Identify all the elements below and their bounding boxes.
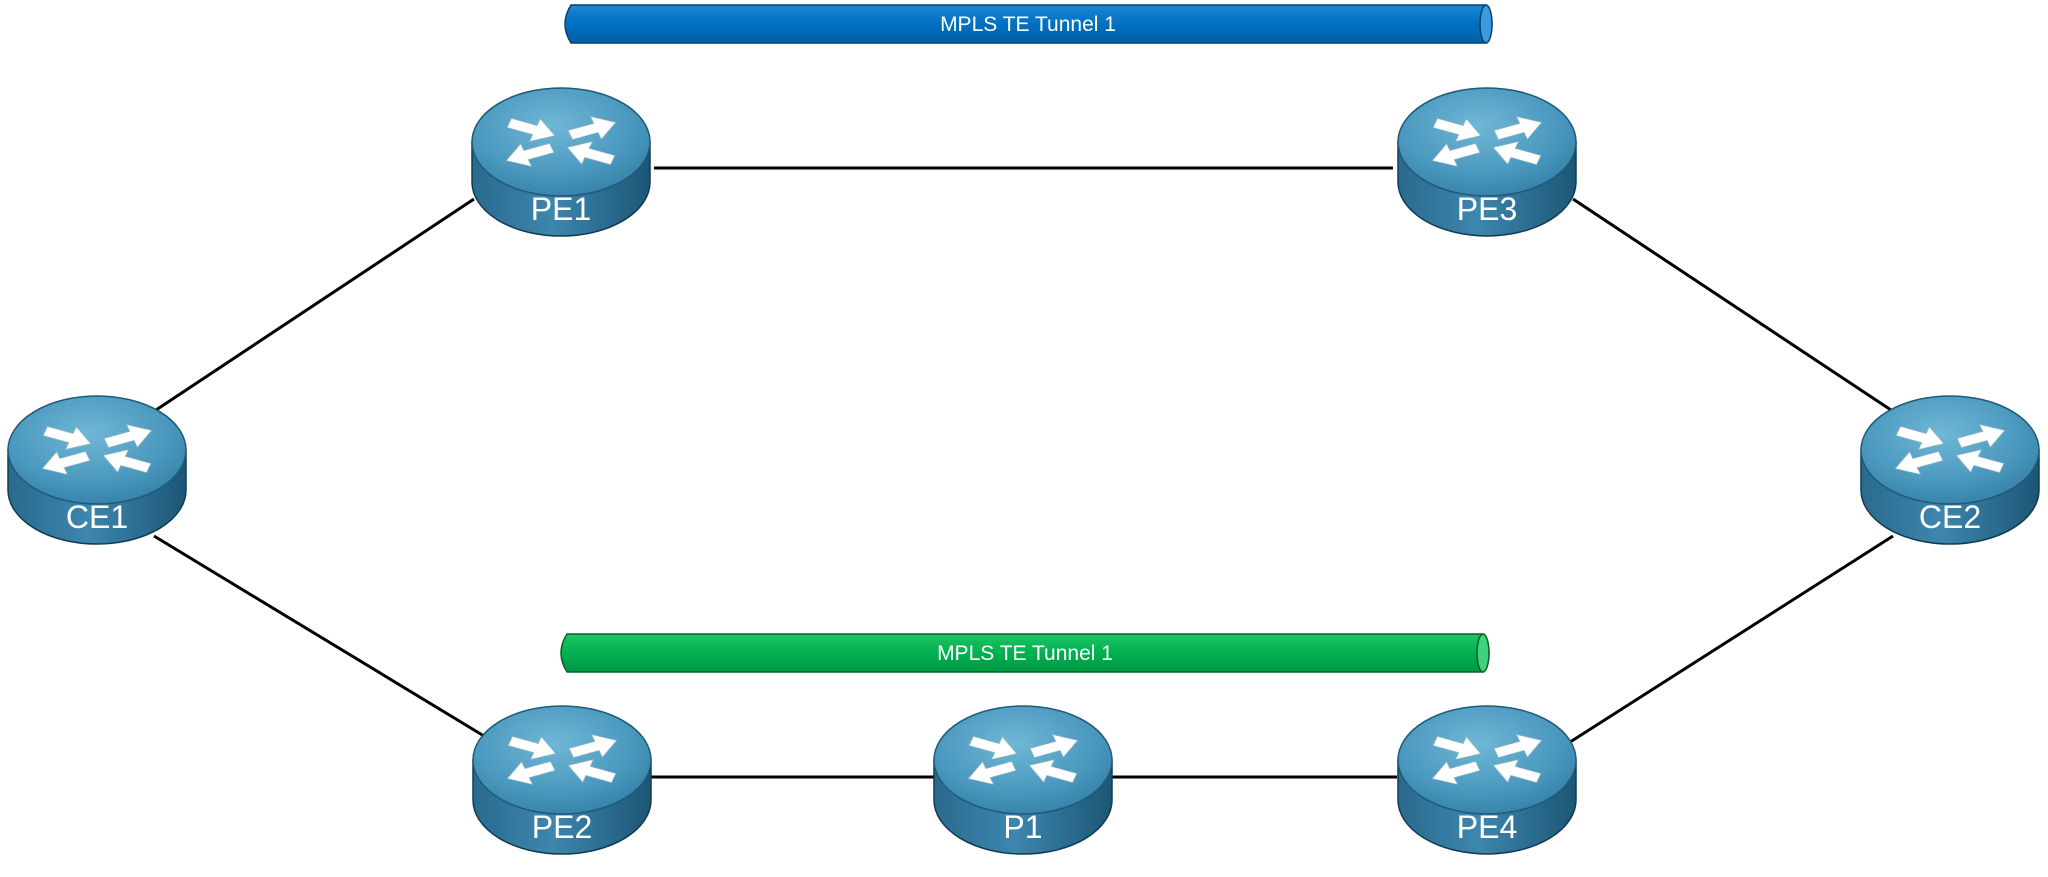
router-label-pe1: PE1 (531, 191, 591, 227)
router-label-pe3: PE3 (1457, 191, 1517, 227)
link-ce1-pe2 (153, 534, 485, 738)
link-ce1-pe1 (149, 197, 475, 416)
router-label-pe2: PE2 (532, 809, 592, 845)
link-pe4-ce2 (1566, 534, 1894, 746)
router-top (1397, 87, 1577, 197)
router-label-ce1: CE1 (66, 499, 128, 535)
router-top (471, 87, 651, 197)
router-ce1: CE1 (7, 395, 187, 545)
router-label-ce2: CE2 (1919, 499, 1981, 535)
links (149, 166, 1898, 779)
tunnel-top: MPLS TE Tunnel 1 (564, 4, 1493, 44)
router-pe1: PE1 (471, 87, 651, 237)
link-pe3-ce2 (1572, 197, 1898, 416)
router-ce2: CE2 (1860, 395, 2040, 545)
router-top (933, 705, 1113, 815)
router-p1: P1 (933, 705, 1113, 855)
router-pe2: PE2 (472, 705, 652, 855)
tunnel-bottom-label: MPLS TE Tunnel 1 (937, 642, 1113, 665)
router-label-p1: P1 (1003, 809, 1042, 845)
tunnel-top-label: MPLS TE Tunnel 1 (940, 13, 1116, 36)
router-top (1860, 395, 2040, 505)
router-label-pe4: PE4 (1457, 809, 1517, 845)
router-pe3: PE3 (1397, 87, 1577, 237)
router-top (1397, 705, 1577, 815)
router-pe4: PE4 (1397, 705, 1577, 855)
tunnel-bottom: MPLS TE Tunnel 1 (560, 633, 1490, 673)
router-top (472, 705, 652, 815)
router-top (7, 395, 187, 505)
